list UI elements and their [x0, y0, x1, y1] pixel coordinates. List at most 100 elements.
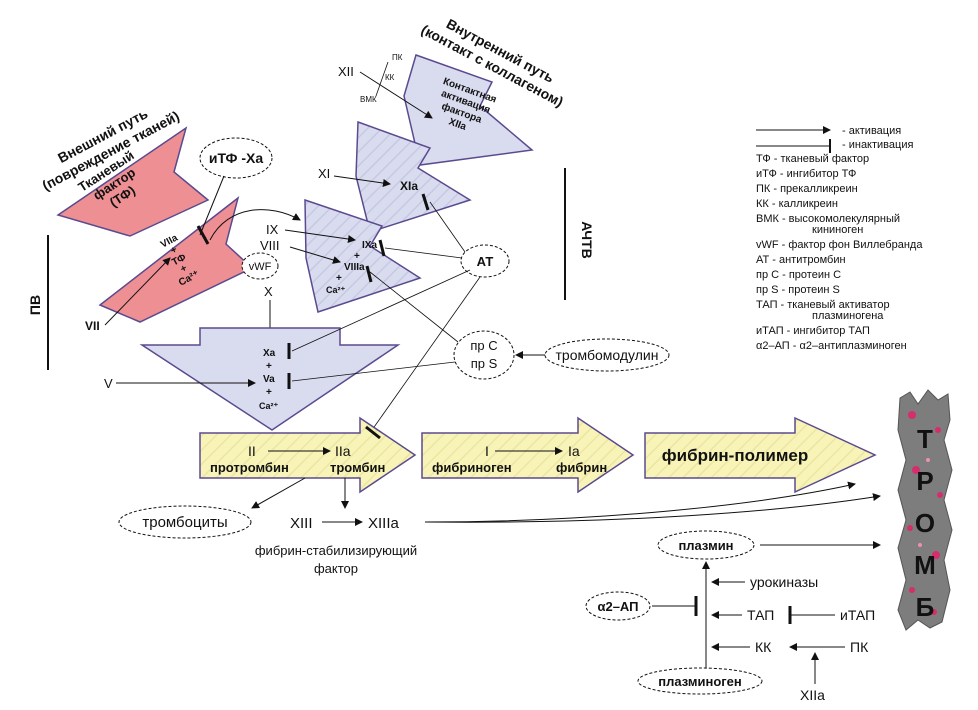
fibrin-polymer-arrow [644, 416, 877, 494]
protein-c-label: пр С [470, 338, 497, 353]
svg-text:Xa: Xa [263, 348, 276, 359]
achtv-label: АЧТВ [579, 221, 595, 259]
at-bubble [460, 244, 510, 278]
factor-ix: IX [266, 222, 279, 237]
legend-entry: пр S - протеин S [756, 284, 840, 296]
fibrin-roman: Ia [568, 443, 580, 459]
urokinase-label: урокиназы [750, 574, 818, 590]
legend-entry: иТФ - ингибитор ТФ [756, 168, 856, 180]
plasminogen-bubble [637, 667, 763, 695]
vwf-label: vWF [249, 261, 272, 273]
protein-c-to-viiia-line [369, 271, 459, 343]
viiia-inhibition-bar [365, 265, 373, 283]
tenase-label: IXa + VIIIa + Ca²⁺ [326, 240, 377, 295]
fibrin-arrow [421, 416, 635, 494]
legend-entry: плазминогена [812, 310, 884, 322]
kk-label: КК [755, 639, 772, 655]
thrombin-arrow [199, 416, 417, 494]
prothrombin-label: протромбин [210, 460, 289, 475]
stabilizing-factor-line2: фактор [314, 561, 358, 576]
vii-activation-arrow [104, 257, 171, 326]
prothrombinase-arrow [139, 327, 401, 431]
ix-activation-arrow [284, 229, 356, 243]
tissue-factor-arrow [56, 126, 210, 237]
protein-s-label: пр S [471, 356, 498, 371]
legend-entry: кининоген [812, 224, 863, 236]
xi-activation-arrow [333, 175, 391, 187]
at-to-thrombin-line [371, 276, 481, 431]
thrombin-label: тромбин [330, 460, 385, 475]
itf-inhibition-bar [196, 225, 210, 245]
protein-c-to-va-line [291, 361, 456, 382]
svg-text:+: + [336, 273, 342, 284]
thrombus-letter-3: О [915, 508, 935, 538]
contact-cofactor-line [375, 61, 389, 97]
a2ap-bubble [585, 591, 651, 621]
protein-cs-bubble [453, 330, 515, 380]
at-label: АТ [477, 254, 494, 269]
itf-xa-label: иТФ -Xa [209, 150, 263, 166]
platelets-bubble [118, 505, 252, 539]
legend-inactivation: - инактивация [842, 139, 913, 151]
itf-xa-bubble [199, 137, 273, 179]
legend-entry: АТ - антитромбин [756, 254, 846, 266]
itf-inhibition-line [199, 175, 225, 236]
thrombin-inhibition-bar [365, 425, 381, 440]
svg-text:+: + [266, 387, 272, 398]
thrombus-letter-2: Р [916, 466, 933, 496]
factor-x: X [264, 284, 273, 299]
tenase-arrow [304, 198, 422, 313]
legend-activation: - активация [842, 125, 901, 137]
thrombin-roman: IIa [335, 443, 351, 459]
thrombus-letter-4: М [914, 550, 936, 580]
legend-entry: ВМК - высокомолекулярный [756, 213, 900, 225]
svg-text:Ca²⁺: Ca²⁺ [259, 401, 279, 411]
xiia-label: XIIa [800, 687, 825, 703]
svg-text:+: + [169, 244, 179, 257]
legend-entry: КК - калликреин [756, 198, 838, 210]
legend-entry: ТАП - тканевый активатор [756, 299, 890, 311]
prothrombin-roman: II [248, 443, 256, 459]
thrombus-letter-1: Т [917, 424, 933, 454]
factor-vii: VII [85, 319, 100, 333]
plasmin-label: плазмин [678, 538, 733, 553]
at-to-xa-line [291, 269, 471, 352]
factor-xii: XII [338, 64, 354, 79]
plasminogen-label: плазминоген [658, 674, 742, 689]
fibrin-label: фибрин [556, 460, 607, 475]
xii-activation-arrow [359, 71, 433, 119]
contact-activation-label: Контактная активация фактора XIIa [440, 76, 498, 133]
platelets-label: тромбоциты [142, 514, 227, 531]
contact-activation-arrow [403, 54, 534, 166]
viii-activation-arrow [289, 246, 341, 264]
vwf-bubble [241, 252, 279, 280]
svg-text:Va: Va [263, 374, 275, 385]
fibrinogen-label: фибриноген [432, 460, 512, 475]
factor-vmk-small: ВМК [360, 95, 377, 104]
at-to-ixa-line [384, 247, 463, 259]
legend-entry: пр С - протеин С [756, 269, 841, 281]
svg-text:+: + [266, 361, 272, 372]
xia-arrow [355, 120, 472, 233]
stabilizing-factor-line1: фибрин-стабилизирующий [255, 543, 417, 558]
legend-entry: α2–АП - α2–антиплазминоген [756, 340, 907, 352]
pv-label: ПВ [27, 295, 43, 315]
thrombus-letter-5: Б [916, 592, 935, 622]
fibrin-polymer-label: фибрин-полимер [662, 446, 808, 465]
pk-label: ПК [850, 639, 869, 655]
factor-xi: XI [318, 166, 330, 181]
svg-text:IXa: IXa [362, 240, 377, 251]
svg-text:+: + [179, 263, 189, 276]
legend-entry: ПК - прекалликреин [756, 183, 858, 195]
xia-inhibition-bar [421, 193, 430, 211]
itap-label: иТАП [840, 607, 875, 623]
legend-entry: vWF - фактор фон Виллебранда [756, 239, 923, 251]
extrinsic-complex-label: VIIa + ТФ + Ca²⁺ [159, 232, 201, 288]
svg-text:+: + [354, 251, 360, 262]
factor-v: V [104, 376, 113, 391]
factor-xiiia: XIIIa [368, 515, 400, 532]
prothrombinase-label: Xa + Va + Ca²⁺ [259, 348, 279, 411]
legend-entry: ТФ - тканевый фактор [756, 153, 869, 165]
xiiia-to-thrombus-arrow [424, 493, 881, 523]
thrombomodulin-label: тромбомодулин [556, 347, 659, 363]
